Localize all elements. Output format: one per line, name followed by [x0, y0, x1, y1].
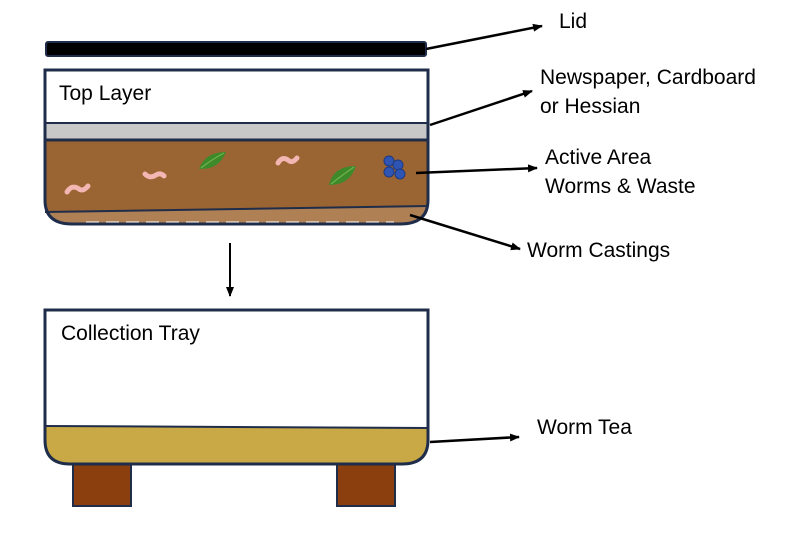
collection-tray-label: Collection Tray	[61, 322, 200, 345]
tray-outline	[43, 308, 430, 466]
worm-icon	[64, 183, 91, 195]
collection-tray	[43, 308, 430, 507]
bedding-label-line1: Newspaper, Cardboard	[540, 66, 756, 89]
top-layer-outline	[43, 68, 430, 226]
worm-tea-liquid	[45, 426, 428, 464]
active-area-soil	[45, 140, 428, 212]
tray-leg-left	[72, 463, 132, 507]
bedding-arrow	[429, 89, 533, 127]
top-layer-label: Top Layer	[59, 82, 151, 105]
lid-label: Lid	[559, 10, 587, 33]
berry-icon	[383, 155, 406, 180]
active-area-label-line2: Worms & Waste	[545, 175, 696, 198]
tea-surface-line	[44, 425, 429, 429]
active-area-label-line1: Active Area	[545, 146, 652, 169]
lid-arrow	[425, 23, 543, 51]
castings-arrow	[409, 213, 521, 251]
worm-tea-arrow	[429, 433, 520, 444]
bedding-layer	[45, 123, 428, 140]
worm-castings-label: Worm Castings	[527, 239, 670, 262]
mesh-divider	[44, 205, 429, 213]
top-layer-space	[45, 70, 428, 123]
tray-leg-right	[336, 463, 396, 507]
leaf-icon	[199, 152, 226, 170]
worm-tea-label: Worm Tea	[537, 416, 632, 439]
worm-icon	[142, 171, 168, 180]
lid	[45, 41, 427, 57]
active-area-arrow	[415, 164, 538, 175]
worm-icon	[275, 155, 300, 166]
top-layer-bin	[43, 68, 430, 226]
bedding-label-line2: or Hessian	[540, 95, 640, 118]
leaf-icon	[329, 166, 356, 185]
